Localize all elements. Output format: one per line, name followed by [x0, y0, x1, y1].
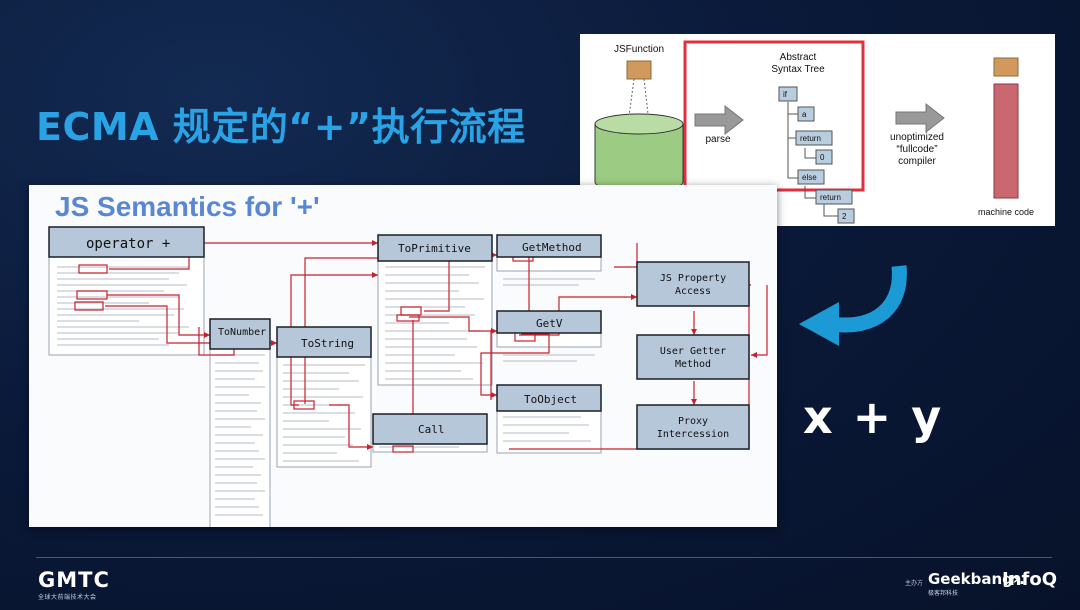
geekbang-subtitle: 极客邦科技	[928, 591, 959, 597]
source-cylinder	[594, 113, 684, 193]
machine-code-label: machine code	[978, 207, 1034, 217]
right-arrow-icon	[895, 102, 945, 134]
tostring-box	[276, 326, 372, 358]
machine-code-bar	[993, 83, 1019, 199]
ast-node-else: else	[802, 173, 817, 182]
operator-plus-box	[48, 226, 205, 258]
gmtc-logo-text: GMTC	[38, 568, 110, 592]
tonumber-box	[209, 318, 271, 350]
footer-divider	[36, 557, 1052, 558]
js-property-access-box	[636, 261, 750, 307]
ast-title-line2: Syntax Tree	[771, 64, 825, 75]
geekbang-logo-text: Geekbang›.	[928, 570, 1025, 588]
getmethod-label: GetMethod	[522, 241, 582, 254]
user-getter-method-box	[636, 334, 750, 380]
ast-title-line1: Abstract	[780, 52, 817, 63]
ast-node-2: 2	[842, 212, 847, 221]
parse-label: parse	[705, 134, 730, 145]
tostring-label: ToString	[301, 337, 354, 350]
toobject-box	[496, 384, 602, 412]
compiler-label-line1: unoptimized	[890, 132, 944, 143]
call-box	[372, 413, 488, 445]
ast-node-return-1: return	[800, 134, 821, 143]
compiler-label-line3: compiler	[898, 156, 936, 167]
tonumber-label: ToNumber	[218, 327, 266, 338]
gmtc-logo: GMTC 全球大前端技术大会	[38, 568, 110, 601]
gmtc-subtitle: 全球大前端技术大会	[38, 595, 97, 601]
sponsor-label: 主办方	[905, 581, 924, 587]
tonumber-spec-page	[209, 318, 271, 527]
js-property-access-line1: JS Property	[660, 273, 726, 284]
jsfunction-box	[626, 60, 652, 80]
operator-plus-label: operator +	[86, 236, 170, 252]
geekbang-logo: Geekbang›. 极客邦科技	[928, 570, 1025, 597]
ast-node-0: 0	[820, 153, 825, 162]
ast-node-if: if	[783, 90, 788, 99]
infoq-logo: InfoQ	[1002, 569, 1058, 590]
call-label: Call	[418, 423, 445, 436]
js-property-access-line2: Access	[675, 286, 711, 297]
js-semantics-panel: JS Semantics for '+'	[29, 185, 777, 527]
expression-x-plus-y: x + y	[803, 390, 944, 444]
panel-title: JS Semantics for '+'	[55, 191, 320, 222]
proxy-line2: Intercession	[657, 429, 729, 440]
proxy-intercession-box	[636, 404, 750, 450]
right-arrow-icon	[694, 104, 744, 136]
getmethod-box	[496, 234, 602, 258]
jsfunction-label: JSFunction	[614, 44, 664, 55]
toobject-label: ToObject	[524, 393, 577, 406]
getv-label: GetV	[536, 317, 563, 330]
proxy-line1: Proxy	[678, 416, 708, 427]
ast-node-a: a	[802, 110, 807, 119]
user-getter-line2: Method	[675, 359, 711, 370]
user-getter-line1: User Getter	[660, 346, 726, 357]
getv-box	[496, 310, 602, 334]
slide-title: ECMA 规定的“+”执行流程	[36, 105, 526, 149]
toprimitive-label: ToPrimitive	[398, 242, 471, 255]
toprimitive-box	[377, 234, 493, 262]
curved-arrow-icon	[799, 265, 907, 346]
compiler-label-line2: “fullcode”	[896, 144, 937, 155]
ast-node-return-2: return	[820, 193, 841, 202]
output-box	[993, 57, 1019, 77]
